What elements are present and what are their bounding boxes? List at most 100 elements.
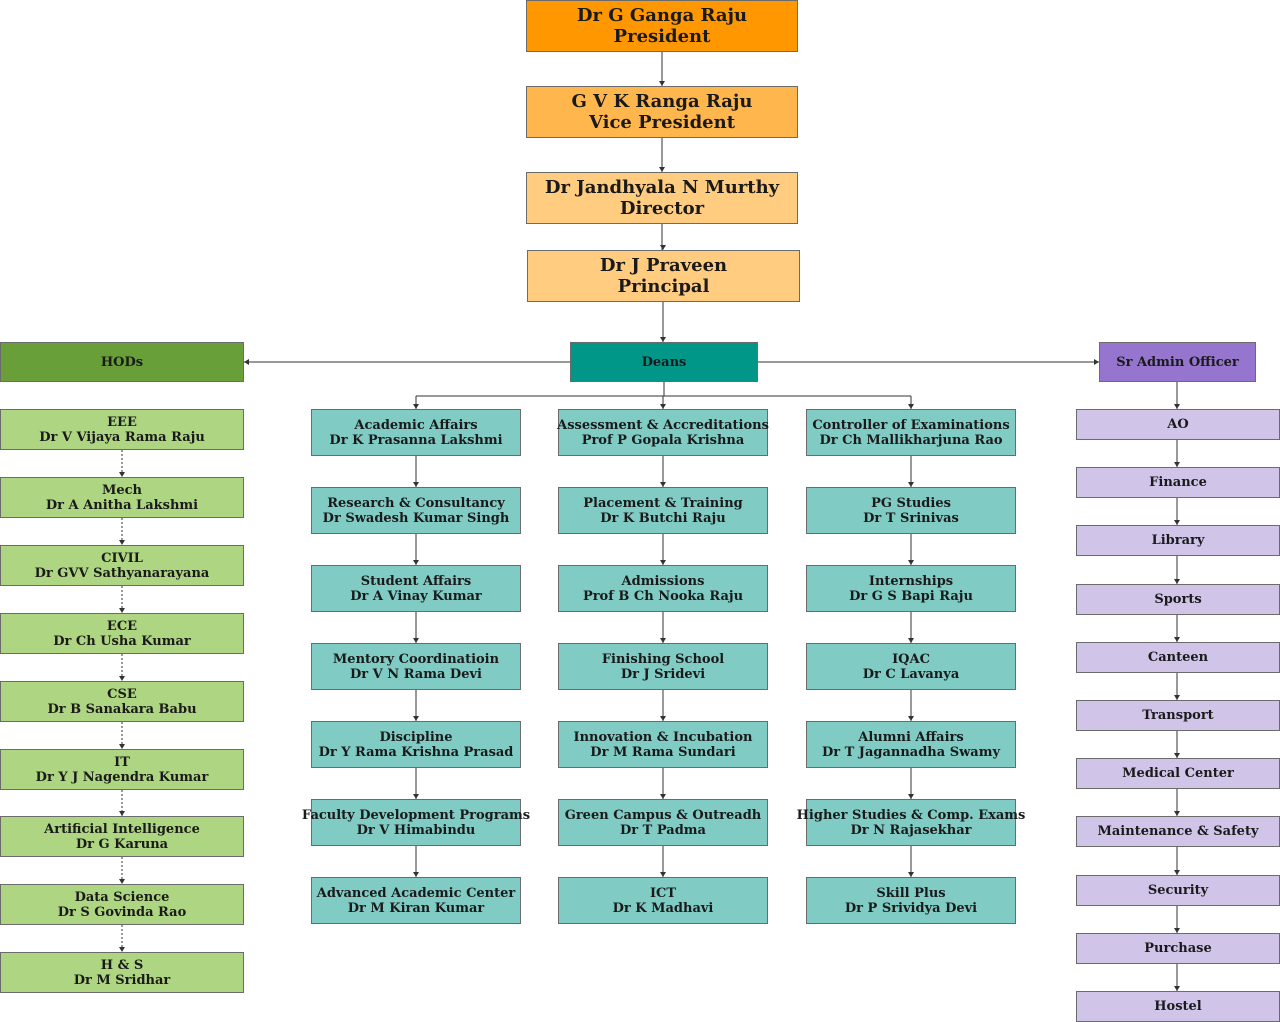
hod-dept: Data Science <box>74 889 170 905</box>
hod-name: Dr Y J Nagendra Kumar <box>35 769 209 785</box>
dean-name: Dr M Kiran Kumar <box>347 900 485 916</box>
hod-dept: CIVIL <box>101 550 143 566</box>
admin-item-label: AO <box>1167 417 1189 432</box>
hods-label: HODs <box>100 354 144 370</box>
admin-item-box: Medical Center <box>1076 758 1280 789</box>
admin-item-label: Hostel <box>1154 999 1202 1014</box>
dean-portfolio: Faculty Development Programs <box>301 807 531 823</box>
hod-name: Dr Ch Usha Kumar <box>53 633 191 649</box>
admin-item-box: Transport <box>1076 700 1280 731</box>
dean-portfolio: IQAC <box>892 651 930 667</box>
dean-portfolio: PG Studies <box>871 495 951 511</box>
dean-portfolio: Innovation & Incubation <box>573 729 753 745</box>
dean-portfolio: Admissions <box>621 573 705 589</box>
dean-portfolio: Green Campus & Outreadh <box>564 807 762 823</box>
hod-dept: Artificial Intelligence <box>44 821 200 837</box>
admin-item-box: Security <box>1076 875 1280 906</box>
hod-name: Dr B Sanakara Babu <box>47 701 197 717</box>
president-name: Dr G Ganga Raju <box>576 5 748 26</box>
admin-item-label: Security <box>1147 883 1209 898</box>
admin-item-label: Medical Center <box>1122 766 1234 781</box>
dean-name: Dr K Prasanna Lakshmi <box>329 432 503 448</box>
dean-name: Dr C Lavanya <box>862 666 960 682</box>
dean-name: Dr Ch Mallikharjuna Rao <box>819 432 1003 448</box>
dean-name: Dr T Srinivas <box>863 510 959 526</box>
dean-portfolio: Alumni Affairs <box>858 729 964 745</box>
dean-name: Dr N Rajasekhar <box>850 822 972 838</box>
dean-name: Dr Y Rama Krishna Prasad <box>318 744 514 760</box>
hod-dept: IT <box>114 754 130 770</box>
hod-dept: H & S <box>100 957 144 973</box>
dean-name: Dr T Jagannadha Swamy <box>821 744 1001 760</box>
dean-portfolio: Academic Affairs <box>354 417 478 433</box>
deans-label: Deans <box>641 354 687 370</box>
admin-header: Sr Admin Officer <box>1099 342 1256 382</box>
dean-name: Dr V Himabindu <box>356 822 476 838</box>
dean-portfolio: Student Affairs <box>360 573 472 589</box>
hod-dept: ECE <box>106 618 138 634</box>
hod-dept: Mech <box>101 482 143 498</box>
hod-dept: EEE <box>107 414 137 430</box>
dean-portfolio: Research & Consultancy <box>327 495 505 511</box>
dean-name: Prof B Ch Nooka Raju <box>582 588 744 604</box>
hod-name: Dr V Vijaya Rama Raju <box>39 429 205 445</box>
admin-item-box: Hostel <box>1076 991 1280 1022</box>
admin-item-label: Transport <box>1142 708 1214 723</box>
admin-item-box: Maintenance & Safety <box>1076 816 1280 847</box>
admin-item-box: Library <box>1076 525 1280 556</box>
principal-box: Dr J Praveen Principal <box>527 250 800 302</box>
admin-item-label: Canteen <box>1147 650 1209 665</box>
admin-item-label: Maintenance & Safety <box>1097 824 1259 839</box>
dean-portfolio: Placement & Training <box>583 495 743 511</box>
director-name: Dr Jandhyala N Murthy <box>544 177 780 198</box>
principal-role: Principal <box>617 276 710 297</box>
dean-portfolio: Higher Studies & Comp. Exams <box>796 807 1026 823</box>
dean-portfolio: Discipline <box>379 729 453 745</box>
hod-name: Dr M Sridhar <box>73 972 171 988</box>
vice-president-role: Vice President <box>588 112 736 133</box>
dean-name: Dr M Rama Sundari <box>590 744 736 760</box>
vice-president-name: G V K Ranga Raju <box>571 91 753 112</box>
deans-header: Deans <box>570 342 758 382</box>
vice-president-box: G V K Ranga Raju Vice President <box>526 86 798 138</box>
admin-item-label: Purchase <box>1144 941 1212 956</box>
dean-name: Dr G S Bapi Raju <box>849 588 973 604</box>
dean-name: Prof P Gopala Krishna <box>581 432 745 448</box>
hod-name: Dr GVV Sathyanarayana <box>34 565 210 581</box>
dean-portfolio: Assessment & Accreditations <box>557 417 769 433</box>
hod-name: Dr G Karuna <box>75 836 169 852</box>
dean-portfolio: Advanced Academic Center <box>316 885 516 901</box>
dean-portfolio: Finishing School <box>601 651 725 667</box>
admin-item-label: Library <box>1151 533 1205 548</box>
admin-item-box: Canteen <box>1076 642 1280 673</box>
dean-name: Dr Swadesh Kumar Singh <box>322 510 510 526</box>
